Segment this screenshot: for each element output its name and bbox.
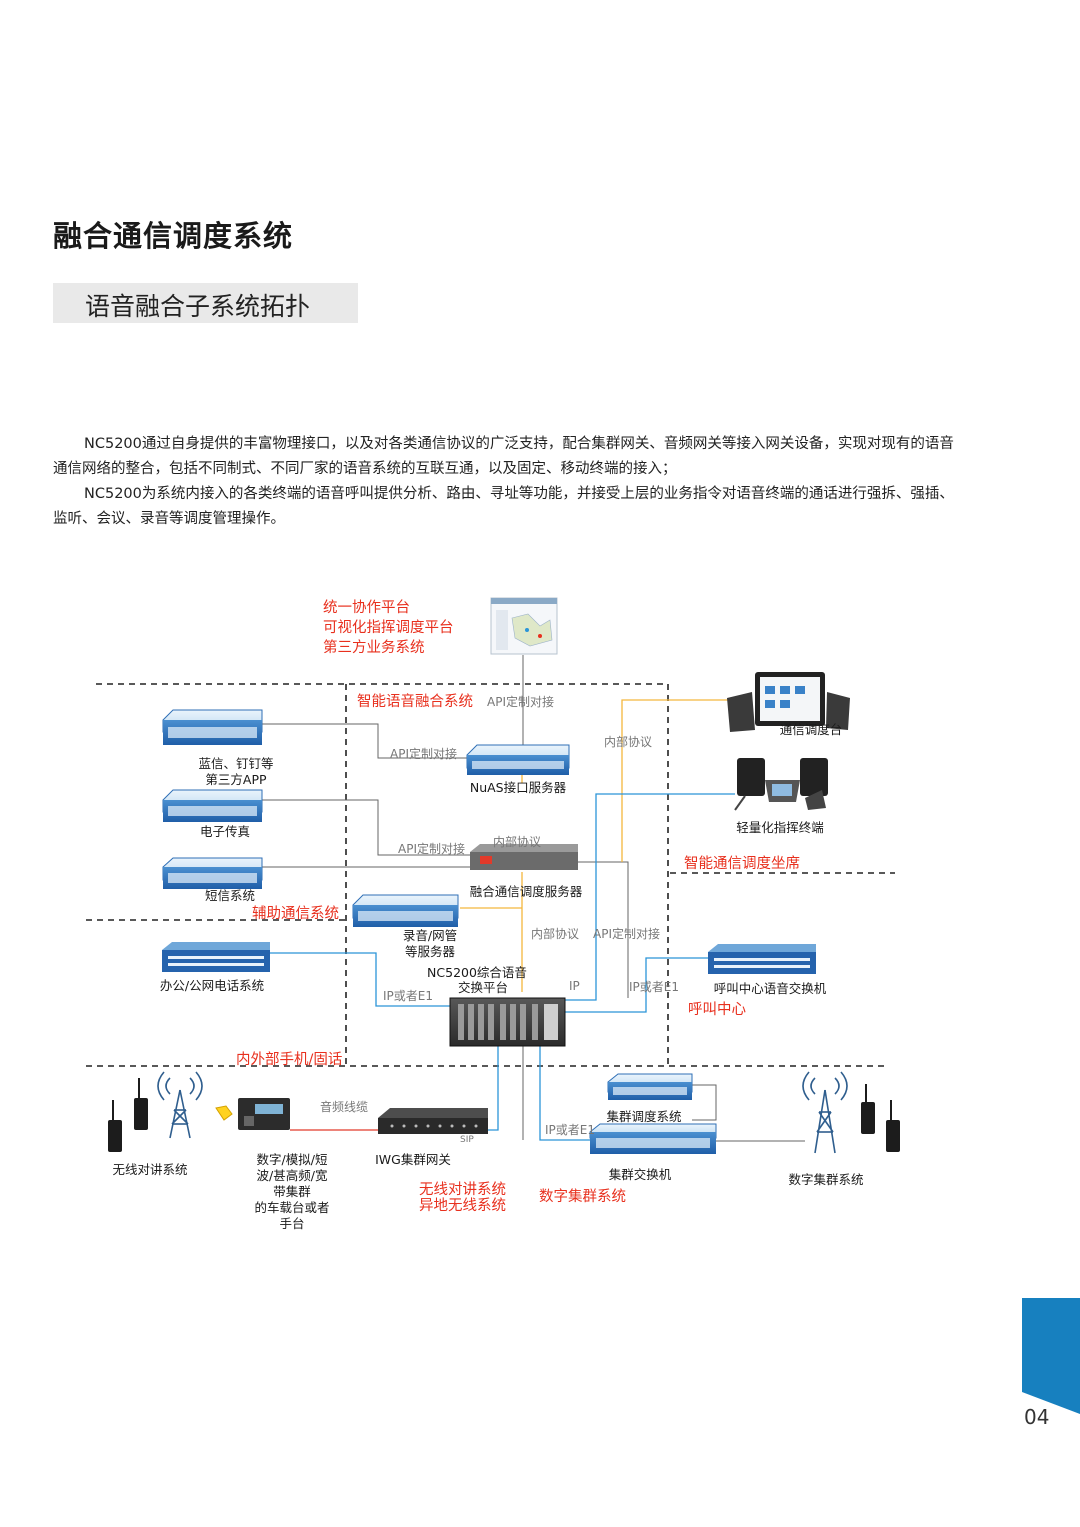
top-platform-labels: 统一协作平台 可视化指挥调度平台 第三方业务系统 [323,599,454,656]
zone-wireless-line-1: 无线对讲系统 [419,1181,506,1198]
server-recorder [352,894,459,927]
server-fax [162,789,263,822]
node-nc5200-line-1: NC5200综合语音 [427,965,527,980]
zone-digital-trunk-label: 数字集群系统 [539,1188,626,1205]
node-iwg-label: IWG集群网关 [375,1152,451,1167]
node-digital-trunk-system-label: 数字集群系统 [788,1172,863,1187]
light-terminal [734,758,828,811]
node-radio-line-4: 的车载台或者 [254,1200,329,1215]
zone-aux-label: 辅助通信系统 [252,905,339,922]
switch-office-phone [162,942,270,972]
server-third-app [162,709,263,745]
node-trunk-switch-label: 集群交换机 [609,1167,672,1182]
dispatch-console [727,672,850,732]
node-recorder-line-2: 等服务器 [405,944,456,959]
node-radio-line-3: 带集群 [273,1184,311,1199]
switch-trunk [589,1123,717,1154]
link-internal-2: 内部协议 [493,834,541,849]
link-api-1: API定制对接 [487,694,554,709]
top-platform-line-2: 可视化指挥调度平台 [323,619,454,636]
link-ip-e1-left: IP或者E1 [383,989,433,1003]
link-ip-e1-right: IP或者E1 [629,980,679,994]
node-third-app-line-2: 第三方APP [205,772,267,787]
node-trunk-dispatch-label: 集群调度系统 [606,1109,681,1124]
intro-paragraph-2: NC5200为系统内接入的各类终端的语音呼叫提供分析、路由、寻址等功能，并接受上… [53,486,954,527]
node-fusion-label: 融合通信调度服务器 [470,884,583,899]
iwg-gateway [378,1108,488,1134]
node-third-app-line-1: 蓝信、钉钉等 [198,756,273,771]
tower-icon [157,1071,203,1139]
vehicle-radio-icon [215,1098,290,1130]
link-api-4: API定制对接 [593,926,660,941]
tower-icon-right [802,1071,848,1154]
server-fusion [470,844,578,870]
switch-callcenter [708,944,816,974]
server-trunk-dispatch [607,1073,693,1100]
walkie-talkie-icons [108,1078,900,1152]
link-api-3: API定制对接 [398,841,465,856]
node-light-terminal-label: 轻量化指挥终端 [736,820,824,835]
node-recorder-line-1: 录音/网管 [403,928,457,943]
section-subtitle-text: 语音融合子系统拓扑 [85,292,311,321]
server-nuas [466,744,570,775]
node-radio-line-5: 手台 [279,1216,304,1231]
zone-dispatch-seat-label: 智能通信调度坐席 [684,855,800,872]
server-sms [162,857,263,889]
link-internal-1: 内部协议 [604,734,652,749]
intro-paragraph-1: NC5200通过自身提供的丰富物理接口，以及对各类通信协议的广泛支持，配合集群网… [53,436,954,477]
intro-text: NC5200通过自身提供的丰富物理接口，以及对各类通信协议的广泛支持，配合集群网… [53,432,958,532]
nc5200-chassis [449,997,566,1047]
zone-wireless-line-2: 异地无线系统 [419,1197,506,1214]
node-console-label: 通信调度台 [780,722,843,737]
zone-core-label: 智能语音融合系统 [357,693,473,710]
link-api-2: API定制对接 [390,746,457,761]
zone-borders [86,683,895,1067]
link-ip-e1-bottom: IP或者E1 [545,1123,595,1137]
node-office-phone-label: 办公/公网电话系统 [160,978,264,993]
page-title: 融合通信调度系统 [53,219,294,253]
node-radio-line-1: 数字/模拟/短 [257,1152,328,1167]
node-fax-label: 电子传真 [200,824,250,839]
node-nuas-label: NuAS接口服务器 [470,780,567,795]
node-nc5200-line-2: 交换平台 [458,980,508,995]
link-internal-3: 内部协议 [531,926,579,941]
page-tab [1022,1298,1080,1414]
page-number: 04 [1024,1405,1050,1429]
top-platform-line-1: 统一协作平台 [323,599,410,616]
top-platform-line-3: 第三方业务系统 [323,638,425,656]
zone-handsets-label: 内外部手机/固话 [236,1051,342,1068]
node-radio-line-2: 波/甚高频/宽 [257,1168,328,1183]
topology-diagram: 统一协作平台 可视化指挥调度平台 第三方业务系统 [86,597,900,1231]
node-walkie-system-label: 无线对讲系统 [112,1162,187,1177]
zone-callcenter-label: 呼叫中心 [688,1001,746,1018]
link-audio: 音频线缆 [320,1099,368,1114]
section-subtitle: 语音融合子系统拓扑 [53,283,358,323]
link-sip: SIP [460,1135,474,1145]
platform-screenshot [490,597,558,655]
node-callcenter-switch-label: 呼叫中心语音交换机 [714,981,827,996]
node-sms-label: 短信系统 [205,888,255,903]
link-ip-mid: IP [569,979,580,993]
